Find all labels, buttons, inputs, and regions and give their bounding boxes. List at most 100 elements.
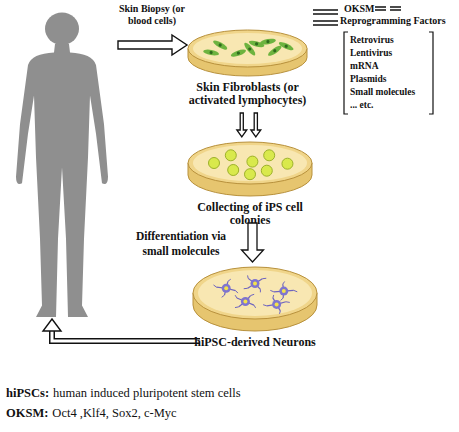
- cell-body: [203, 49, 220, 57]
- dish-medium: [193, 145, 307, 181]
- cell-body: [230, 48, 247, 58]
- hollow-arrow: [237, 113, 247, 137]
- neurite-branch: [235, 295, 237, 298]
- annotation-text: Retrovirus: [350, 34, 394, 46]
- ips-colony: [228, 165, 239, 176]
- neurite-branch: [222, 295, 225, 297]
- ips-colony: [245, 169, 256, 180]
- hollow-arrow: [242, 223, 264, 262]
- neurite-branch: [286, 301, 290, 303]
- fibroblast-cell: [243, 41, 257, 57]
- return-arrow: [43, 319, 201, 341]
- list-bracket: [429, 32, 433, 114]
- annotation-text: mRNA: [350, 60, 379, 72]
- neurite-branch: [279, 311, 281, 314]
- neurite-branch: [247, 275, 249, 278]
- edge-label: Differentiation via small molecules: [122, 229, 240, 259]
- neuron-cell: [244, 275, 267, 292]
- annotation-text: Reprogramming Factors: [340, 15, 446, 27]
- neurite-branch: [281, 298, 283, 300]
- neurite-branch: [251, 294, 255, 295]
- annotation-text: Skin Biopsy (or blood cells): [112, 3, 192, 27]
- human-head: [45, 12, 79, 44]
- dish-label: hiPSC-derived Neurons: [190, 336, 320, 349]
- cell-nucleus: [273, 49, 277, 53]
- annotation-text: Lentivirus: [350, 47, 392, 59]
- annotation-text: Small molecules: [350, 86, 415, 98]
- neurite-branch: [263, 305, 267, 306]
- ips-colony: [261, 165, 272, 176]
- fibroblast-cell: [203, 49, 220, 57]
- dash: [313, 20, 338, 22]
- dash: [375, 9, 386, 11]
- annotation-text: Plasmids: [350, 73, 386, 85]
- annotation-text: ... etc.: [350, 99, 373, 111]
- human-body: [16, 44, 108, 317]
- neuron-nucleus: [253, 282, 257, 286]
- flow-arrow: [242, 223, 264, 262]
- neurite-branch: [244, 288, 248, 289]
- cell-body: [267, 44, 283, 57]
- fibroblast-cell: [212, 39, 228, 52]
- cell-body: [243, 41, 257, 57]
- neurite-branch: [294, 290, 298, 291]
- petri-dish-node: Collecting of iPS cell colonies: [185, 140, 315, 220]
- neurite-branch: [254, 305, 256, 308]
- dash: [313, 24, 338, 26]
- neuron-cell: [263, 295, 290, 314]
- dish-rim: [193, 267, 317, 319]
- ips-colony: [247, 156, 258, 167]
- ips-colony: [225, 150, 236, 161]
- glossary-text: OKSM:: [6, 406, 48, 420]
- cell-nucleus: [255, 42, 259, 46]
- neuron-soma: [241, 297, 250, 306]
- neurite-branch: [213, 285, 216, 287]
- petri-dish-node: Skin Fibroblasts (or activated lymphocyt…: [185, 28, 310, 110]
- glossary-line: OKSM:Oct4 ,Klf4, Sox2, c-Myc: [6, 406, 177, 421]
- return-line-outer: [52, 330, 200, 341]
- cell-nucleus: [248, 47, 253, 52]
- petri-dish: [185, 28, 310, 78]
- petri-dish: [190, 265, 320, 333]
- glossary-text: human induced pluripotent stem cells: [53, 386, 240, 400]
- cell-nucleus: [284, 44, 288, 48]
- cell-nucleus: [209, 51, 213, 55]
- fibroblast-cell: [260, 38, 277, 46]
- fibroblast-cell: [267, 44, 283, 57]
- dish-medium: [193, 33, 302, 64]
- neurite-branch: [270, 290, 274, 291]
- neuron-cell: [213, 279, 237, 297]
- neuron-nucleus: [282, 289, 286, 293]
- cell-nucleus: [236, 51, 240, 55]
- ips-colony: [264, 150, 275, 161]
- neurite-branch: [236, 291, 238, 293]
- neurite-branch: [283, 281, 285, 284]
- cell-body: [278, 40, 295, 51]
- dish-medium: [198, 270, 312, 316]
- neuron-nucleus: [243, 300, 247, 304]
- neuron-nucleus: [275, 302, 279, 306]
- cell-nucleus: [218, 43, 222, 47]
- dish-rim: [188, 142, 312, 184]
- neurite-branch: [262, 278, 266, 279]
- flow-arrow: [237, 113, 261, 137]
- dash: [313, 9, 338, 11]
- neuron-nucleus: [224, 286, 228, 290]
- petri-dish-node: hiPSC-derived Neurons: [190, 265, 320, 377]
- neuron-cell: [235, 294, 256, 308]
- biopsy-arrow: [118, 35, 187, 55]
- return-arrowhead: [43, 319, 61, 331]
- neurite-branch: [228, 279, 231, 281]
- fibroblast-cell: [278, 40, 295, 51]
- dash: [390, 9, 401, 11]
- hollow-arrow: [251, 113, 261, 137]
- neurite-branch: [260, 289, 261, 292]
- neuron-cell: [270, 281, 297, 300]
- dish-label: Collecting of iPS cell colonies: [185, 201, 315, 227]
- neuron-soma: [222, 284, 231, 293]
- cell-body: [260, 38, 277, 46]
- dash: [375, 6, 386, 8]
- neuron-soma: [279, 287, 288, 296]
